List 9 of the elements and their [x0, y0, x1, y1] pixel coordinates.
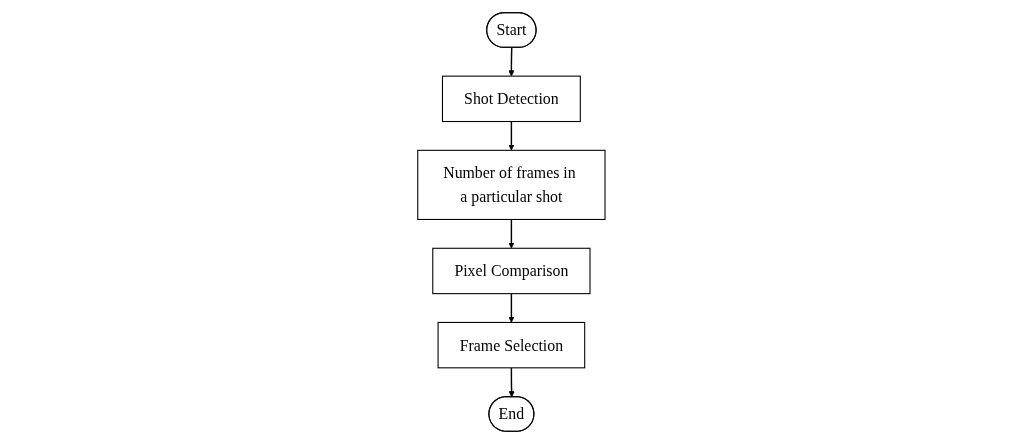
arrow: [508, 366, 515, 397]
node-box: Number of frames in a particular shot: [416, 149, 606, 220]
arrow: [507, 292, 515, 323]
node-box: Frame Selection: [437, 321, 585, 368]
arrow: [507, 120, 515, 151]
arrow: [507, 46, 515, 76]
node-box: Shot Detection: [441, 75, 581, 122]
node-box: Pixel Comparison: [431, 247, 591, 294]
arrow: [507, 218, 515, 249]
